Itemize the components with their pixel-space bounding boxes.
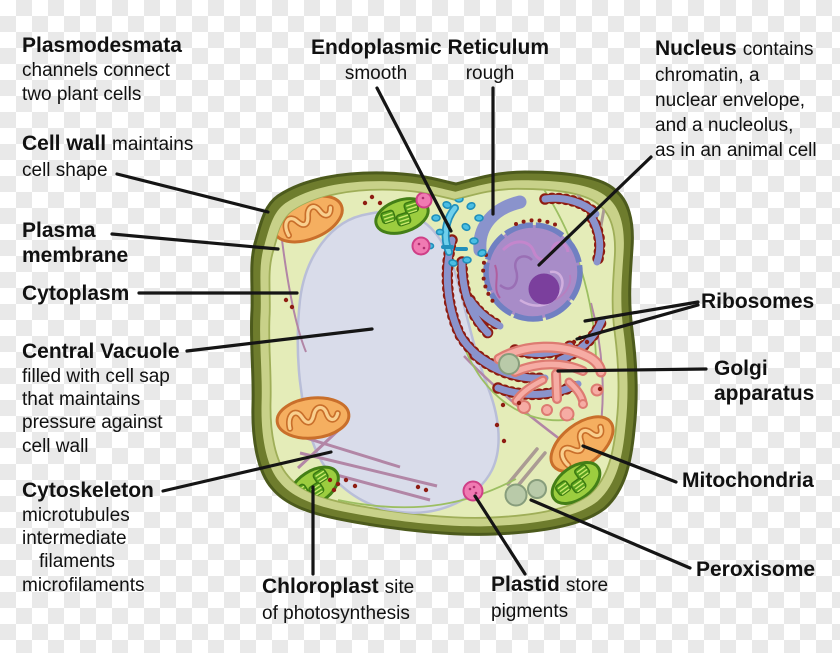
label-term: Cell wall — [22, 132, 107, 155]
label-term: Peroxisome — [696, 558, 816, 581]
label-term: Golgi — [714, 357, 768, 380]
label-term: Nucleus — [655, 37, 737, 60]
pointer-central-vacuole — [185, 327, 374, 353]
label-central-vacuole: Central Vacuole filled with cell sap tha… — [22, 340, 180, 458]
label-term: Endoplasmic Reticulum — [310, 36, 550, 59]
free-ribosome-dots — [283, 194, 603, 493]
pointer-peroxisome — [529, 498, 692, 570]
label-peroxisome: Peroxisome — [696, 558, 815, 583]
pointer-golgi — [556, 367, 708, 373]
pink-vesicle — [415, 191, 433, 209]
label-desc: microtubules — [22, 504, 130, 526]
label-desc: maintains — [112, 134, 194, 155]
label-term: Ribosomes — [701, 290, 815, 313]
label-term: Plasmodesmata — [22, 34, 182, 57]
label-desc: cell shape — [22, 159, 108, 181]
label-desc: contains — [742, 39, 814, 60]
pointer-nucleus — [537, 155, 653, 267]
label-term: Mitochondria — [682, 469, 814, 492]
label-term: Cytoskeleton — [22, 479, 154, 502]
label-golgi-apparatus: Golgi apparatus — [714, 356, 814, 406]
pointer-lines — [110, 86, 708, 576]
label-term: Plastid — [491, 573, 560, 596]
pointer-cytoskeleton — [161, 450, 333, 493]
peroxisome — [527, 479, 547, 499]
pink-vesicle — [411, 236, 431, 256]
label-term: Central Vacuole — [22, 340, 180, 363]
label-smooth-er: smooth — [344, 63, 408, 84]
label-plasmodesmata: Plasmodesmata channels connect two plant… — [22, 34, 182, 108]
label-desc: nuclear envelope, — [655, 90, 805, 111]
nuclear-envelope-ribosomes — [481, 218, 560, 306]
label-desc: filaments — [39, 551, 116, 573]
pointer-mitochondria — [581, 444, 678, 484]
label-cytoskeleton: Cytoskeleton microtubules intermediate f… — [22, 479, 154, 597]
label-term: Cytoplasm — [22, 282, 130, 305]
label-desc: intermediate — [22, 527, 127, 549]
pointer-cell-wall — [115, 172, 270, 214]
pointer-plasma-membrane — [110, 232, 280, 251]
label-desc: channels connect — [22, 59, 170, 81]
label-desc: and a nucleolus, — [655, 115, 794, 136]
pointer-ribosomes-1 — [583, 300, 700, 323]
label-desc: cell wall — [22, 435, 89, 457]
label-cytoplasm: Cytoplasm — [22, 282, 129, 307]
label-desc: store — [565, 575, 609, 596]
peroxisome — [504, 483, 528, 507]
label-desc: site — [384, 577, 415, 598]
peroxisome — [498, 353, 520, 375]
label-term: Chloroplast — [262, 575, 379, 598]
label-mitochondria: Mitochondria — [682, 469, 814, 494]
label-plasma-membrane: Plasma membrane — [22, 219, 128, 268]
label-term: Plasma — [22, 219, 96, 242]
plastid — [462, 480, 484, 502]
label-term: membrane — [22, 243, 129, 267]
pointer-plastid — [473, 494, 527, 576]
label-ribosomes: Ribosomes — [701, 290, 814, 315]
label-desc: chromatin, a — [655, 65, 760, 86]
label-rough-er: rough — [465, 63, 515, 84]
pointer-smooth-er — [375, 86, 453, 233]
plastid-granules — [417, 196, 478, 495]
label-desc: microfilaments — [22, 574, 145, 596]
label-desc: of photosynthesis — [262, 602, 410, 624]
label-desc: pressure against — [22, 412, 163, 434]
label-desc: that maintains — [22, 388, 141, 410]
label-desc: as in an animal cell — [655, 140, 817, 161]
label-desc: two plant cells — [22, 84, 142, 105]
label-desc: pigments — [491, 600, 569, 622]
label-endoplasmic-reticulum: Endoplasmic Reticulum — [306, 36, 554, 61]
nucleolus — [528, 273, 560, 305]
label-desc: filled with cell sap — [22, 365, 170, 387]
golgi-apparatus — [493, 341, 607, 422]
label-term: apparatus — [714, 382, 815, 405]
pointer-ribosomes-2 — [575, 303, 700, 341]
